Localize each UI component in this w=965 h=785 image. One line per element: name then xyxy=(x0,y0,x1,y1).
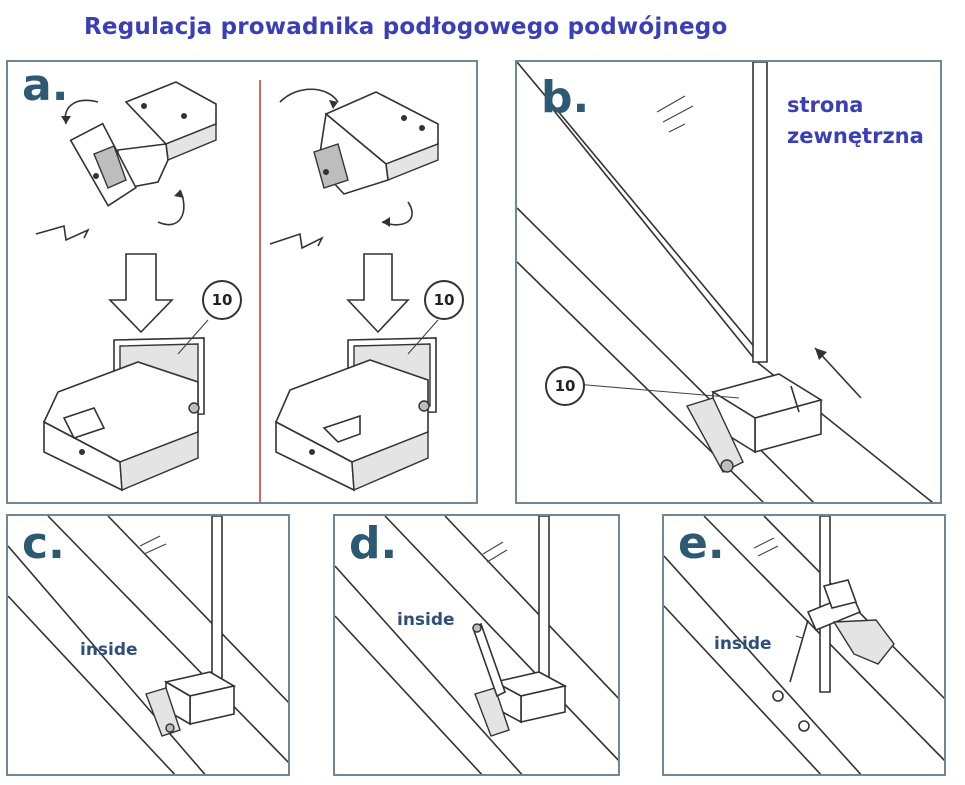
panel-c-illustration xyxy=(8,516,288,774)
guide-rotation-right xyxy=(269,88,439,250)
panel-d-illustration xyxy=(335,516,618,774)
guide-rotation-left xyxy=(35,81,217,242)
inside-label-c: inside xyxy=(80,640,138,660)
down-arrow-right xyxy=(346,253,410,334)
page-title: Regulacja prowadnika podłogowego podwójn… xyxy=(84,14,728,40)
panel-e: e. inside xyxy=(662,514,946,776)
panel-b-label: b. xyxy=(541,72,590,123)
panel-d: d. inside xyxy=(333,514,620,776)
callout-10-left: 10 xyxy=(202,280,242,320)
drill-icon xyxy=(789,579,895,683)
panel-e-illustration xyxy=(664,516,944,774)
panel-a: a. 10 10 xyxy=(6,60,478,504)
callout-10-b: 10 xyxy=(545,366,585,406)
panel-d-label: d. xyxy=(349,518,398,569)
side-note-line1: strona xyxy=(787,93,864,117)
guide-assembly-right xyxy=(274,319,439,492)
panel-a-illustration xyxy=(35,80,439,502)
down-arrow-left xyxy=(108,253,174,334)
inside-label-e: inside xyxy=(714,634,772,654)
panel-c-label: c. xyxy=(22,518,65,569)
panel-a-label: a. xyxy=(22,60,69,111)
panel-c: c. inside xyxy=(6,514,290,776)
callout-10-right: 10 xyxy=(424,280,464,320)
guide-assembly-left xyxy=(42,319,209,492)
inside-label-d: inside xyxy=(397,610,455,630)
panel-e-label: e. xyxy=(678,518,725,569)
side-note: strona zewnętrzna xyxy=(787,90,924,152)
side-note-line2: zewnętrzna xyxy=(787,124,924,148)
panel-b: b. strona zewnętrzna 10 xyxy=(515,60,942,504)
panel-b-illustration xyxy=(517,62,934,502)
